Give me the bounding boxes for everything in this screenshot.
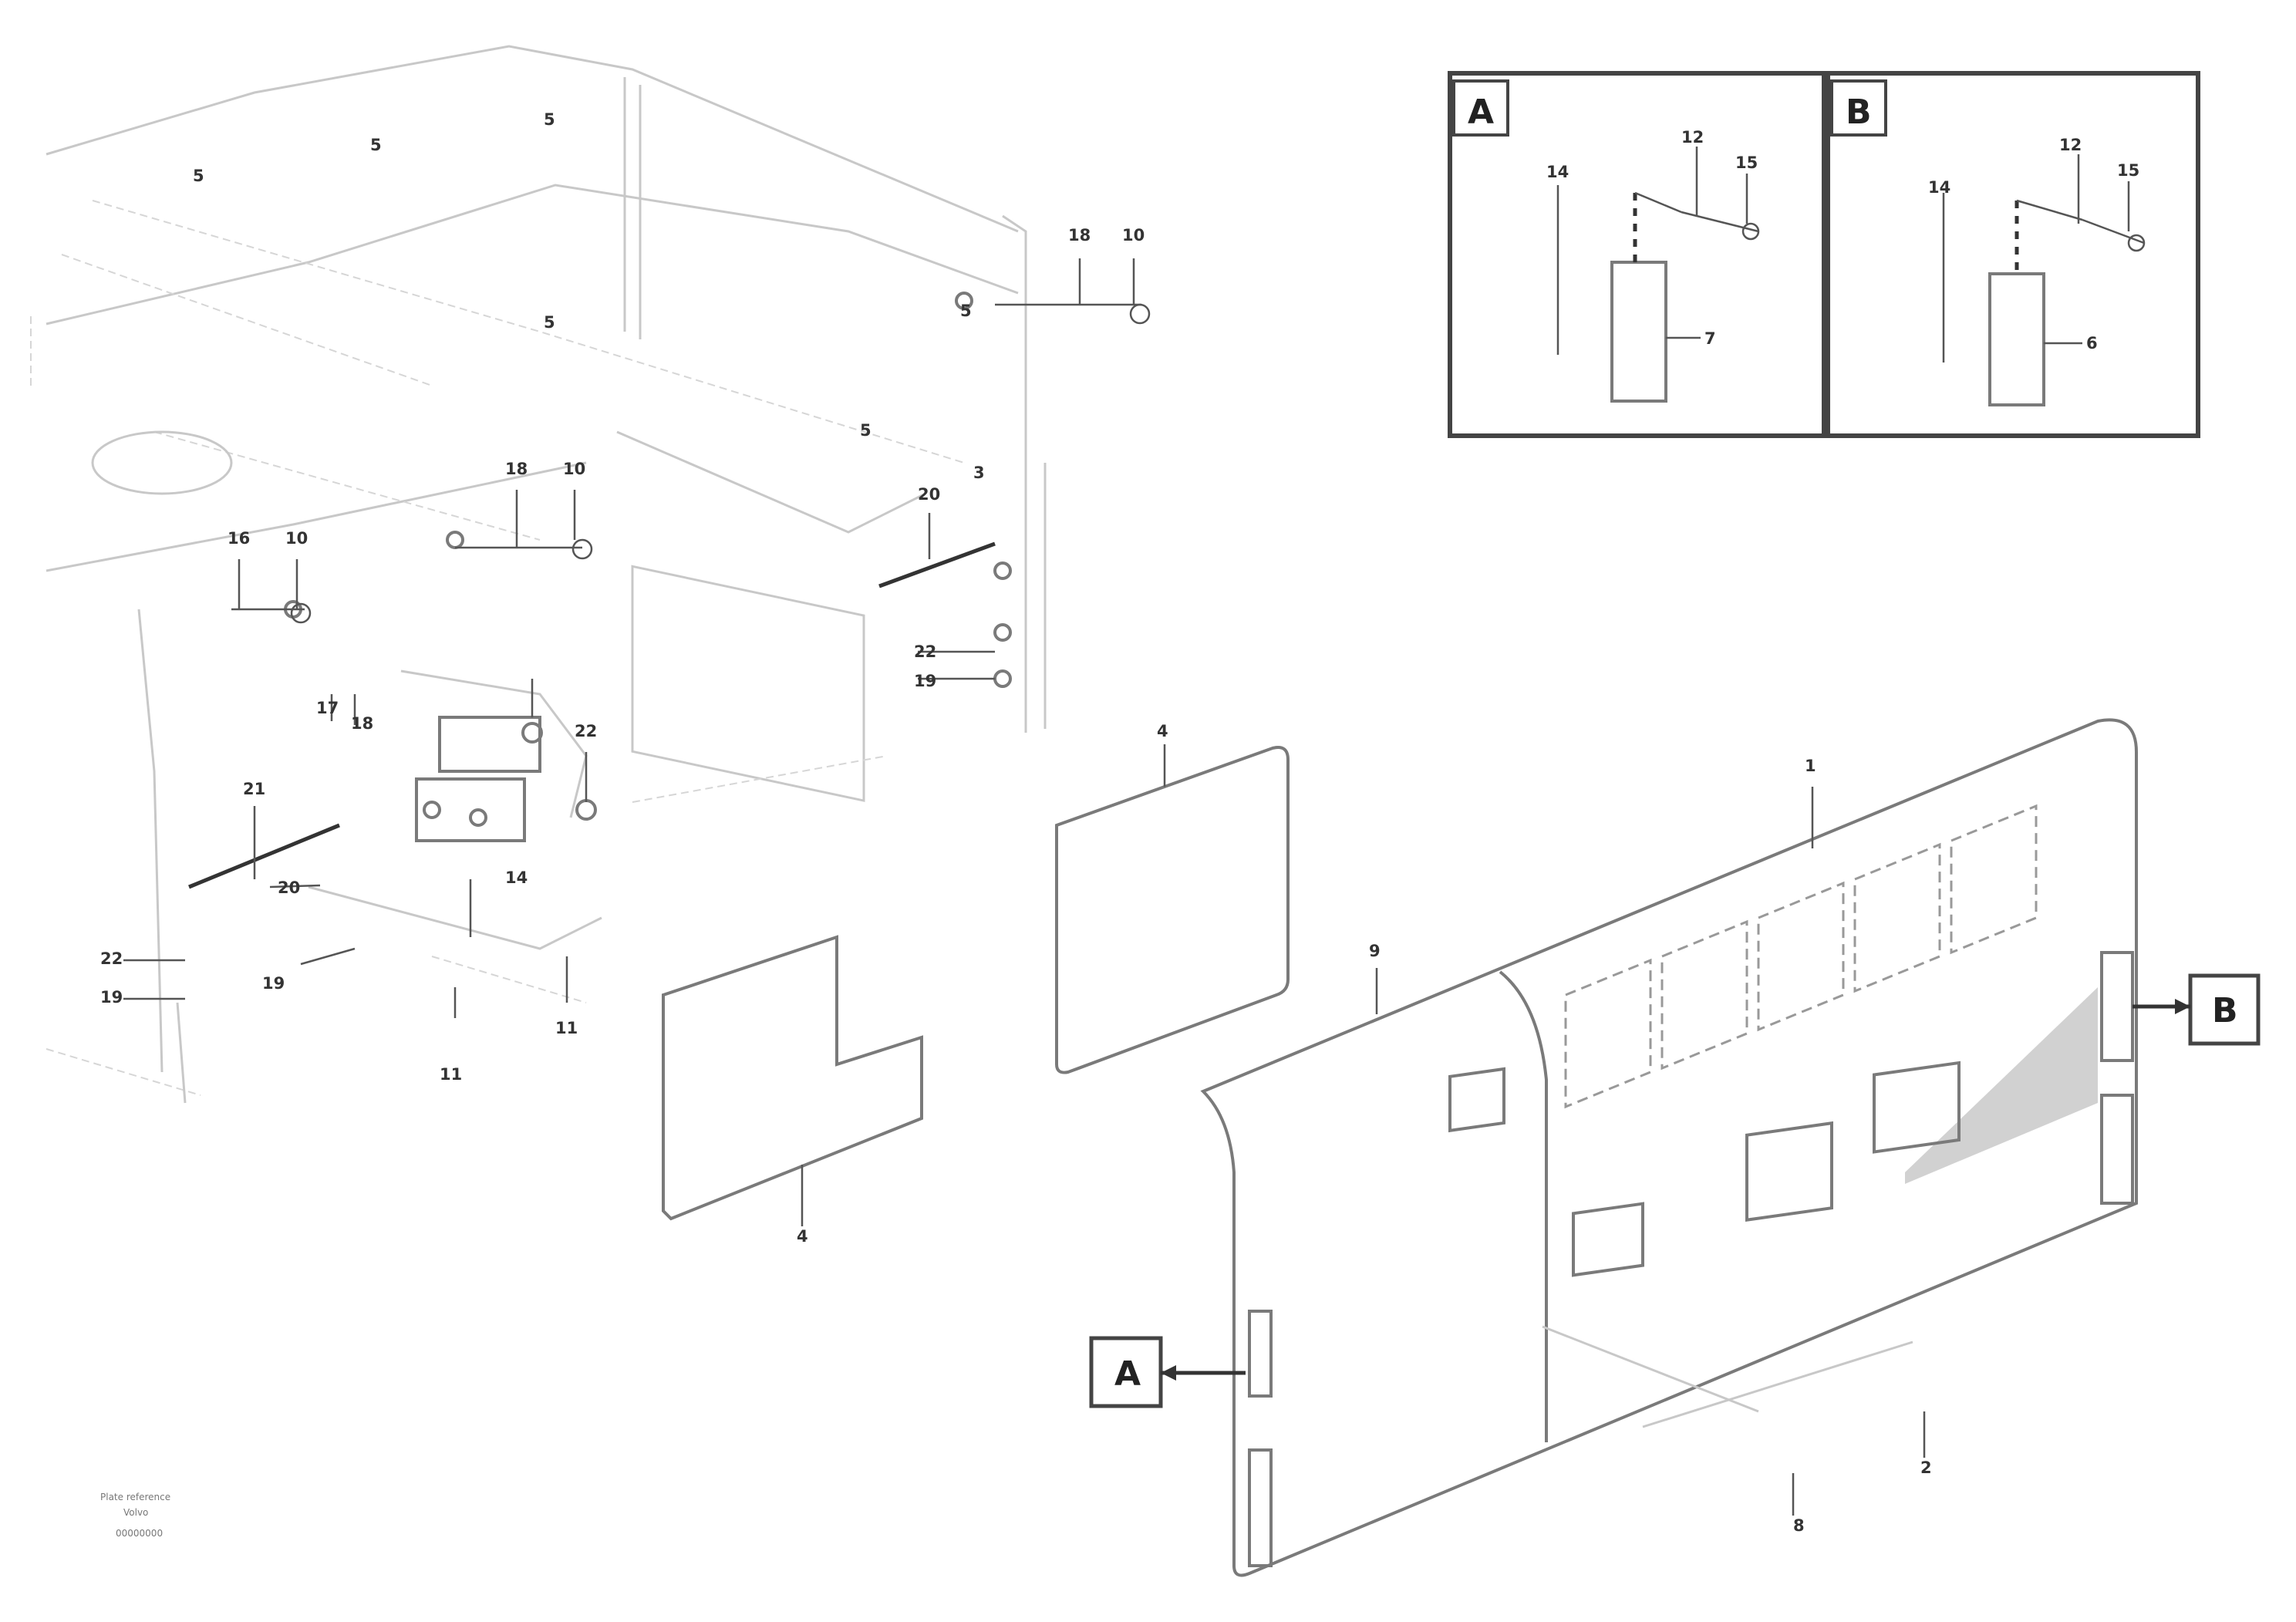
ref-label-a: A	[1114, 1354, 1141, 1394]
callout: 12	[1681, 128, 1704, 147]
callout: 5	[860, 421, 872, 440]
detail-label-b: B	[1846, 93, 1872, 132]
callout: 18	[351, 714, 373, 733]
detail-box-b: B 14 12 15 6	[1826, 71, 2200, 438]
callout: 19	[914, 672, 936, 690]
ref-marker-b: B	[2132, 973, 2261, 1046]
callout: 11	[555, 1019, 578, 1037]
cab-frame-context	[30, 45, 1047, 1104]
side-cover	[1200, 718, 2138, 1577]
frame-hardware	[188, 292, 1012, 889]
panel-lower	[662, 935, 923, 1226]
callout: 4	[1157, 722, 1168, 740]
callout: 10	[285, 529, 308, 548]
callout: 22	[575, 722, 597, 740]
grille	[1564, 804, 2038, 1109]
callout: 5	[370, 136, 382, 154]
frame-callouts: 5 5 5 5 5 5 18 10 18 10 16 10 20 3 22 19…	[100, 110, 1932, 1535]
callout: 15	[1735, 153, 1758, 172]
callout: 11	[440, 1065, 462, 1084]
callout: 19	[100, 988, 123, 1007]
footer-line1: Plate reference	[100, 1492, 170, 1502]
callout: 5	[544, 313, 555, 332]
callout: 5	[544, 110, 555, 129]
ref-label-b: B	[2212, 991, 2238, 1030]
detail-label-a: A	[1468, 93, 1494, 132]
callout: 5	[960, 302, 972, 320]
callout: 6	[2086, 334, 2098, 352]
callout: 1	[1805, 757, 1816, 775]
frame-leaders	[123, 258, 1151, 1018]
panel-upper	[1055, 744, 1290, 1074]
callout: 14	[1546, 163, 1569, 181]
callout: 9	[1369, 942, 1381, 960]
callout: 20	[278, 878, 300, 897]
callout: 12	[2059, 136, 2082, 154]
plate-reference: Plate reference Volvo 00000000	[100, 1492, 170, 1539]
callout: 15	[2117, 161, 2139, 180]
callout: 20	[918, 485, 940, 504]
ref-marker-a: A	[1089, 1336, 1246, 1408]
callout: 10	[563, 460, 585, 478]
callout: 22	[914, 642, 936, 661]
callout: 3	[973, 464, 985, 482]
footer-line3: 00000000	[116, 1528, 163, 1539]
callout: 18	[505, 460, 528, 478]
callout: 2	[1920, 1458, 1932, 1477]
callout: 7	[1704, 329, 1716, 348]
detail-box-a: A 14 12 15 7	[1448, 71, 1826, 438]
callout: 22	[100, 949, 123, 968]
callout: 10	[1122, 226, 1145, 244]
callout: 17	[316, 699, 339, 717]
callout: 21	[243, 780, 265, 798]
callout: 18	[1068, 226, 1091, 244]
callout: 14	[505, 868, 528, 887]
footer-line2: Volvo	[123, 1507, 148, 1518]
callout: 4	[797, 1227, 808, 1246]
callout: 8	[1793, 1516, 1805, 1535]
callout: 19	[262, 974, 285, 993]
callout: 5	[193, 167, 204, 185]
callout: 14	[1928, 178, 1950, 197]
callout: 16	[228, 529, 250, 548]
